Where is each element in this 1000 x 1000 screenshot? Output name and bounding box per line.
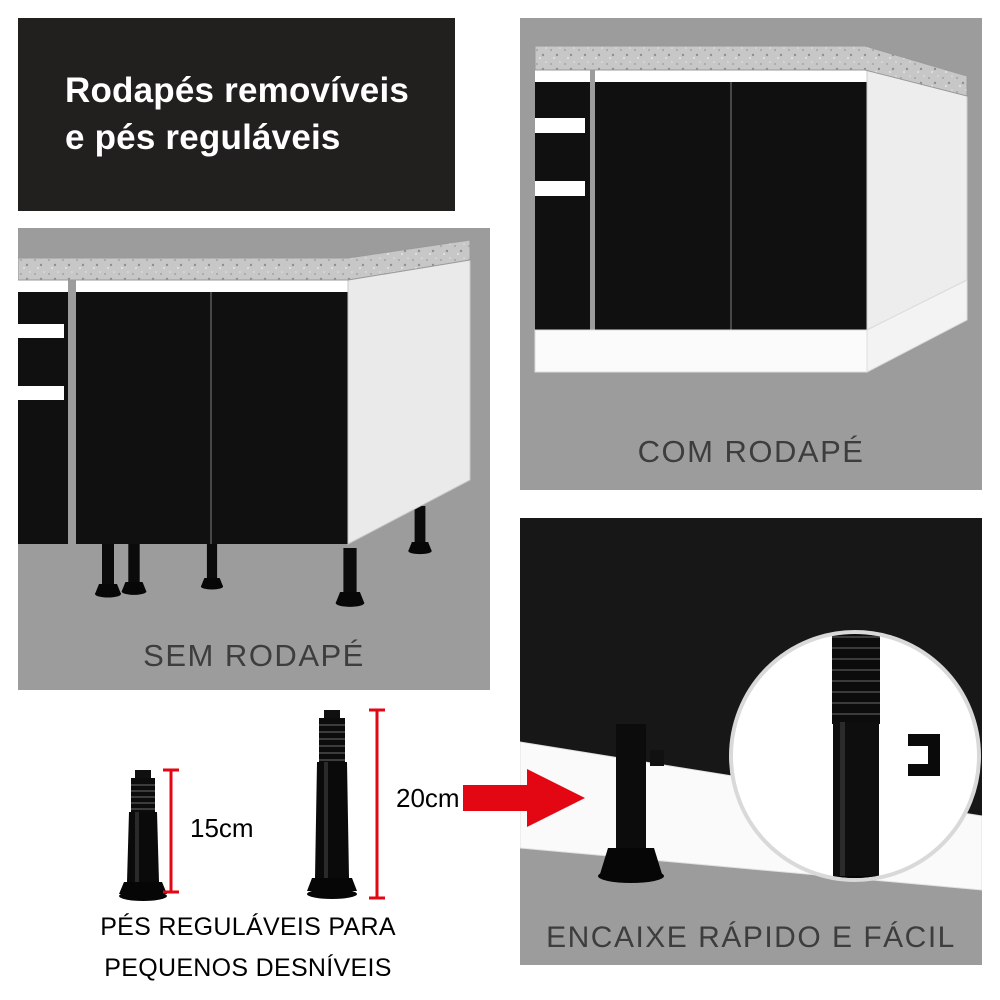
countertop	[534, 45, 968, 97]
cabinet-side-panel	[347, 259, 471, 545]
cabinet-with-baseboard-illustration	[534, 45, 968, 373]
adjustable-foot	[200, 544, 224, 590]
baseboard-snap-detail-illustration	[520, 518, 982, 891]
cabinet-com-rodape	[534, 45, 968, 373]
leg-threaded-section	[832, 634, 880, 724]
door-handle-rail	[595, 70, 867, 82]
panel-com-rodape: COM RODAPÉ	[520, 18, 982, 490]
measurement-label-15cm: 15cm	[190, 813, 254, 843]
red-arrow-right-icon	[463, 769, 585, 827]
drawer-handle	[535, 181, 585, 196]
snap-clip-magnified	[908, 734, 940, 776]
adjustable-foot	[335, 548, 365, 607]
adjustable-foot	[95, 544, 121, 598]
door-divider	[210, 292, 212, 544]
adjustable-feet-section: 15cm 20cm PÉS REGULÁVEIS PARA PEQ	[18, 695, 598, 1000]
leg-body	[833, 722, 879, 878]
feet-caption: PÉS REGULÁVEIS PARA PEQUENOS DESNÍVEIS	[28, 907, 468, 989]
adjustable-foot-short	[119, 770, 167, 901]
baseboard-leg	[598, 724, 664, 883]
feet-caption-line-1: PÉS REGULÁVEIS PARA	[100, 913, 396, 941]
caption-encaixe: ENCAIXE RÁPIDO E FÁCIL	[546, 921, 956, 954]
panel-sem-rodape: SEM RODAPÉ	[18, 228, 490, 690]
measure-line-15cm	[163, 768, 179, 894]
caption-com-rodape: COM RODAPÉ	[637, 434, 865, 469]
baseboard-front	[534, 329, 868, 373]
caption-sem-rodape: SEM RODAPÉ	[143, 638, 365, 673]
adjustable-foot	[121, 544, 147, 595]
drawer-handle	[535, 118, 585, 133]
panel-encaixe: ENCAIXE RÁPIDO E FÁCIL	[520, 518, 982, 965]
cabinet-sem-rodape	[18, 239, 471, 607]
measurement-label-20cm: 20cm	[396, 783, 460, 813]
cabinet-without-baseboard-illustration	[18, 239, 471, 607]
drawer-handle	[18, 324, 64, 338]
adjustable-foot-tall	[307, 710, 357, 899]
door-handle-rail	[76, 280, 348, 292]
zoom-circle-inset	[729, 630, 981, 882]
measure-line-20cm	[369, 708, 385, 900]
title-banner: Rodapés removíveis e pés reguláveis	[18, 18, 455, 211]
feet-caption-line-2: PEQUENOS DESNÍVEIS	[104, 954, 392, 982]
countertop	[18, 239, 471, 281]
adjustable-foot	[408, 506, 432, 555]
snap-clip	[650, 750, 664, 766]
door-divider	[730, 82, 732, 330]
title-line-1: Rodapés removíveis	[65, 70, 410, 110]
title-line-2: e pés reguláveis	[65, 117, 341, 157]
left-module-handle-rail	[18, 280, 68, 292]
drawer-handle	[18, 386, 64, 400]
baseboard-side	[866, 279, 968, 373]
left-module-handle-rail	[535, 70, 590, 82]
